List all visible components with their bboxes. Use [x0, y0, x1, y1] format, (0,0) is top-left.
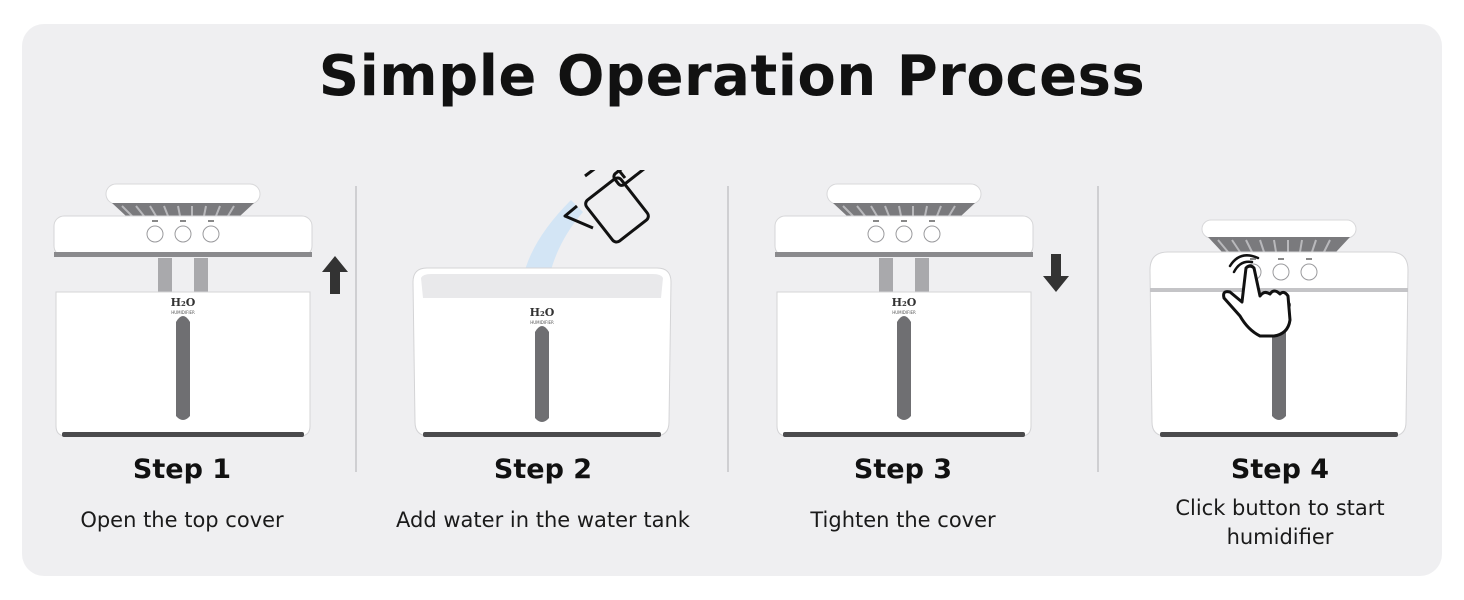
pipe — [915, 258, 929, 294]
divider-3 — [1097, 186, 1099, 472]
step-4-title: Step 4 — [1230, 454, 1330, 485]
assembled-humidifier: H₂O HUMIDIFIER — [1149, 251, 1409, 437]
step-3-title: Step 3 — [853, 454, 953, 485]
step-3: H₂O HUMIDIFIER Step 3 Tighten the cover — [723, 170, 1083, 570]
device-logo-sub: HUMIDIFIER — [530, 320, 554, 325]
mist-head — [105, 183, 261, 217]
top-cover — [774, 215, 1034, 257]
step-1-illustration: H₂O HUMIDIFIER — [53, 183, 348, 437]
water-stream — [523, 200, 583, 278]
water-tank: H₂O HUMIDIFIER — [776, 291, 1032, 437]
device-logo-sub: HUMIDIFIER — [171, 310, 195, 315]
device-logo: H₂O — [892, 296, 917, 309]
step-4-desc: Click button to start humidifier — [1175, 496, 1385, 549]
top-cover — [53, 215, 313, 257]
hand-tap-icon — [1222, 254, 1292, 338]
step-2: H₂O HUMIDIFIER Step 2 Add water in the w… — [363, 170, 723, 570]
arrow-up-icon — [322, 256, 348, 294]
step-3-illustration: H₂O HUMIDIFIER — [774, 183, 1069, 437]
pipe — [194, 258, 208, 294]
step-3-desc: Tighten the cover — [810, 508, 996, 532]
step-2-desc: Add water in the water tank — [396, 508, 690, 532]
step-1: H₂O HUMIDIFIER Step 1 Open the top cover — [2, 170, 362, 570]
step-1-title: Step 1 — [132, 454, 232, 485]
divider-2 — [727, 186, 729, 472]
page-title: Simple Operation Process — [318, 44, 1146, 109]
mist-head — [826, 183, 982, 217]
device-logo: H₂O — [171, 296, 196, 309]
divider-1 — [355, 186, 357, 472]
step-1-desc: Open the top cover — [80, 508, 284, 532]
step-2-illustration: H₂O HUMIDIFIER — [412, 170, 672, 437]
step-4: H₂O HUMIDIFIER Step 4 Click button to st… — [1100, 170, 1460, 570]
pipe — [879, 258, 893, 294]
watering-can-icon — [563, 170, 650, 244]
mist-head — [1201, 219, 1357, 253]
pipe — [158, 258, 172, 294]
arrow-down-icon — [1043, 254, 1069, 292]
water-tank: H₂O HUMIDIFIER — [55, 291, 311, 437]
water-tank: H₂O HUMIDIFIER — [412, 267, 672, 437]
device-logo-sub: HUMIDIFIER — [892, 310, 916, 315]
device-logo: H₂O — [530, 306, 555, 319]
step-2-title: Step 2 — [493, 454, 593, 485]
step-4-illustration: H₂O HUMIDIFIER — [1149, 219, 1409, 437]
